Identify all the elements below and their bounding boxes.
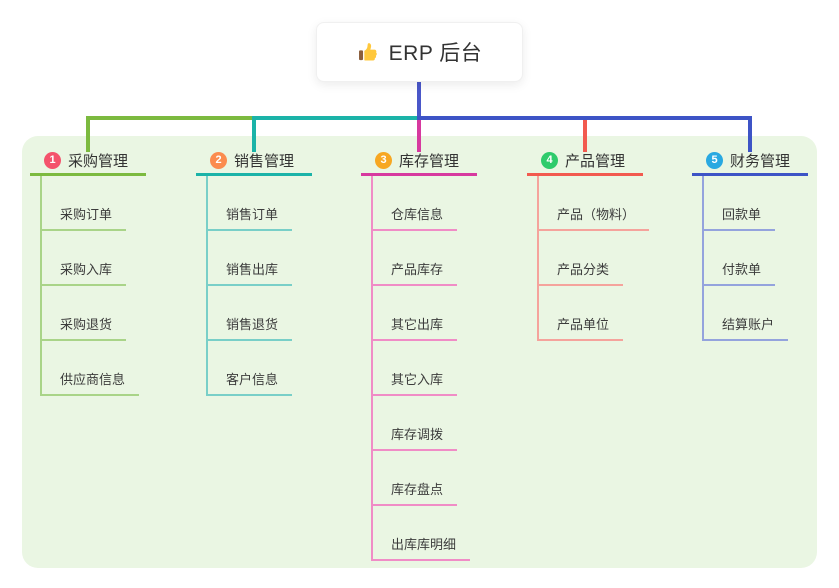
branch-number-badge: 3 bbox=[375, 151, 392, 169]
child-node[interactable]: 产品分类 bbox=[539, 231, 624, 286]
child-node[interactable]: 其它出库 bbox=[373, 286, 458, 341]
child-node[interactable]: 出库库明细 bbox=[373, 506, 471, 561]
branch-number-badge: 5 bbox=[706, 151, 723, 169]
child-title: 产品库存 bbox=[391, 262, 444, 278]
branch-number: 2 bbox=[215, 153, 222, 166]
child-title: 供应商信息 bbox=[60, 372, 126, 388]
branch-number: 5 bbox=[711, 153, 718, 166]
child-title: 库存盘点 bbox=[391, 482, 444, 498]
child-node[interactable]: 产品单位 bbox=[539, 286, 624, 341]
connector-drop-branch-3 bbox=[417, 120, 421, 152]
child-node[interactable]: 其它入库 bbox=[373, 341, 458, 396]
branch-title: 销售管理 bbox=[234, 152, 295, 170]
branch-title: 财务管理 bbox=[730, 152, 791, 170]
child-title: 销售退货 bbox=[226, 317, 279, 333]
child-title: 客户信息 bbox=[226, 372, 279, 388]
branches-panel-background bbox=[22, 136, 817, 568]
branch-title: 库存管理 bbox=[399, 152, 460, 170]
child-node[interactable]: 产品库存 bbox=[373, 231, 458, 286]
branch-1: 1 采购管理 采购订单 采购入库 采购退货 供应商信息 bbox=[30, 147, 190, 396]
thumbs-up-icon bbox=[357, 41, 379, 63]
root-node[interactable]: ERP 后台 bbox=[316, 22, 523, 82]
branch-2: 2 销售管理 销售订单 销售出库 销售退货 客户信息 bbox=[196, 147, 356, 396]
child-title: 付款单 bbox=[722, 262, 762, 278]
branch-node[interactable]: 2 销售管理 bbox=[196, 147, 312, 176]
connector-root-drop bbox=[417, 80, 421, 118]
branch-number: 1 bbox=[49, 153, 56, 166]
child-title: 其它入库 bbox=[391, 372, 444, 388]
branch-3: 3 库存管理 仓库信息 产品库存 其它出库 其它入库 库存调拨 库存盘点 出库库… bbox=[361, 147, 521, 561]
connector-bus-blue bbox=[417, 116, 752, 120]
branch-children: 销售订单 销售出库 销售退货 客户信息 bbox=[206, 176, 356, 396]
child-title: 产品单位 bbox=[557, 317, 610, 333]
branch-4: 4 产品管理 产品（物料） 产品分类 产品单位 bbox=[527, 147, 687, 341]
branch-number: 3 bbox=[380, 153, 387, 166]
child-node[interactable]: 库存盘点 bbox=[373, 451, 458, 506]
child-node[interactable]: 销售出库 bbox=[208, 231, 293, 286]
child-title: 产品分类 bbox=[557, 262, 610, 278]
child-title: 销售订单 bbox=[226, 207, 279, 223]
child-title: 采购退货 bbox=[60, 317, 113, 333]
child-title: 回款单 bbox=[722, 207, 762, 223]
branch-children: 回款单 付款单 结算账户 bbox=[702, 176, 839, 341]
connector-bus-teal bbox=[252, 116, 421, 120]
branch-children: 产品（物料） 产品分类 产品单位 bbox=[537, 176, 687, 341]
branch-number: 4 bbox=[546, 153, 553, 166]
child-node[interactable]: 结算账户 bbox=[704, 286, 789, 341]
branch-number-badge: 4 bbox=[541, 151, 558, 169]
branch-number-badge: 1 bbox=[44, 151, 61, 169]
child-title: 仓库信息 bbox=[391, 207, 444, 223]
branch-node[interactable]: 5 财务管理 bbox=[692, 147, 808, 176]
connector-bus-green bbox=[86, 116, 256, 120]
child-node[interactable]: 供应商信息 bbox=[42, 341, 140, 396]
branch-node[interactable]: 3 库存管理 bbox=[361, 147, 477, 176]
child-node[interactable]: 客户信息 bbox=[208, 341, 293, 396]
connector-drop-branch-5 bbox=[748, 116, 752, 152]
child-title: 销售出库 bbox=[226, 262, 279, 278]
child-node[interactable]: 采购入库 bbox=[42, 231, 127, 286]
child-title: 采购订单 bbox=[60, 207, 113, 223]
branch-children: 采购订单 采购入库 采购退货 供应商信息 bbox=[40, 176, 190, 396]
child-node[interactable]: 库存调拨 bbox=[373, 396, 458, 451]
branch-5: 5 财务管理 回款单 付款单 结算账户 bbox=[692, 147, 839, 341]
branch-title: 采购管理 bbox=[68, 152, 129, 170]
connector-drop-branch-4 bbox=[583, 120, 587, 152]
child-node[interactable]: 仓库信息 bbox=[373, 176, 458, 231]
child-node[interactable]: 采购退货 bbox=[42, 286, 127, 341]
child-title: 库存调拨 bbox=[391, 427, 444, 443]
branch-title: 产品管理 bbox=[565, 152, 626, 170]
branch-node[interactable]: 1 采购管理 bbox=[30, 147, 146, 176]
branch-children: 仓库信息 产品库存 其它出库 其它入库 库存调拨 库存盘点 出库库明细 bbox=[371, 176, 521, 561]
child-node[interactable]: 产品（物料） bbox=[539, 176, 650, 231]
root-title: ERP 后台 bbox=[388, 42, 483, 65]
child-title: 结算账户 bbox=[722, 317, 775, 333]
branch-number-badge: 2 bbox=[210, 151, 227, 169]
child-title: 其它出库 bbox=[391, 317, 444, 333]
child-node[interactable]: 付款单 bbox=[704, 231, 776, 286]
branch-node[interactable]: 4 产品管理 bbox=[527, 147, 643, 176]
child-node[interactable]: 销售退货 bbox=[208, 286, 293, 341]
connector-drop-branch-1 bbox=[86, 116, 90, 152]
child-title: 采购入库 bbox=[60, 262, 113, 278]
child-node[interactable]: 采购订单 bbox=[42, 176, 127, 231]
child-node[interactable]: 回款单 bbox=[704, 176, 776, 231]
child-title: 产品（物料） bbox=[557, 207, 636, 223]
connector-drop-branch-2 bbox=[252, 116, 256, 152]
child-node[interactable]: 销售订单 bbox=[208, 176, 293, 231]
child-title: 出库库明细 bbox=[391, 537, 457, 553]
